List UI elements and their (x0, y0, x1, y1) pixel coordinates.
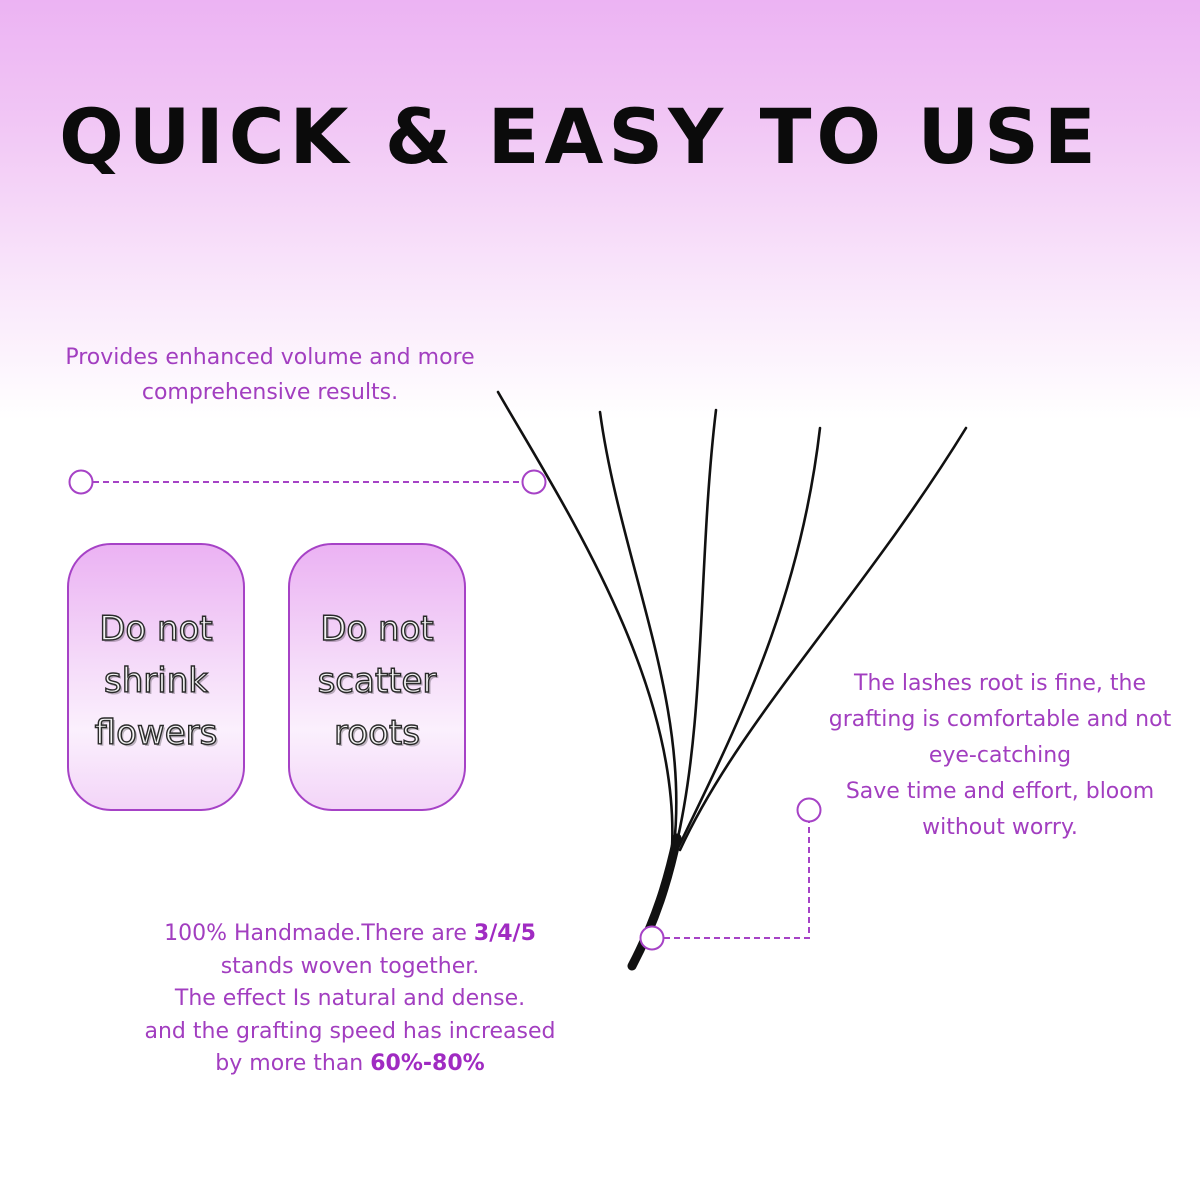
root-text-line: without worry. (922, 815, 1078, 840)
strand-count-highlight: 3/4/5 (473, 921, 536, 946)
handmade-text-line: stands woven together. (220, 953, 480, 979)
handmade-text-prefix: 100% Handmade.There are (164, 921, 474, 946)
badge-line: Do not (99, 608, 214, 649)
eyelash-cluster-icon (496, 390, 968, 971)
badge-line: shrink (103, 660, 208, 701)
callout-volume-connector (68, 469, 547, 495)
handmade-text-line: 100% Handmade.There are 3/4/5 (100, 918, 600, 951)
callout-dot-icon (68, 469, 94, 495)
root-text-line: Save time and effort, bloom (845, 779, 1155, 804)
badge-line: Do not (320, 608, 435, 649)
badge-no-shrink: Do not shrink flowers (67, 543, 245, 811)
badge-line: roots (333, 712, 420, 753)
callout-dot-icon (521, 469, 547, 495)
volume-text-line: Provides enhanced volume and more (65, 345, 475, 370)
handmade-callout-text: 100% Handmade.There are 3/4/5 stands wov… (100, 918, 600, 1081)
callout-dot-icon (796, 797, 822, 823)
volume-text-line: comprehensive results. (141, 380, 399, 405)
badge-no-scatter: Do not scatter roots (288, 543, 466, 811)
handmade-text-line: The effect Is natural and dense. (174, 986, 526, 1011)
callout-dot-icon (639, 925, 665, 951)
callout-root-connector (639, 797, 822, 951)
badge-line: scatter (317, 660, 437, 701)
volume-callout-text: Provides enhanced volume and more compre… (20, 340, 520, 410)
root-callout-text: The lashes root is fine, the grafting is… (800, 666, 1200, 846)
handmade-text-prefix: by more than (215, 1051, 371, 1076)
speed-highlight: 60%-80% (370, 1051, 485, 1076)
handmade-text-line: by more than 60%-80% (100, 1048, 600, 1081)
root-text-line: The lashes root is fine, the (854, 671, 1146, 696)
badge-line: flowers (94, 712, 218, 753)
root-text-line: eye-catching (928, 743, 1072, 768)
root-text-line: grafting is comfortable and not (828, 707, 1172, 732)
handmade-text-line: and the grafting speed has increased (144, 1018, 556, 1044)
page-title: QUICK & EASY TO USE (59, 92, 1101, 181)
